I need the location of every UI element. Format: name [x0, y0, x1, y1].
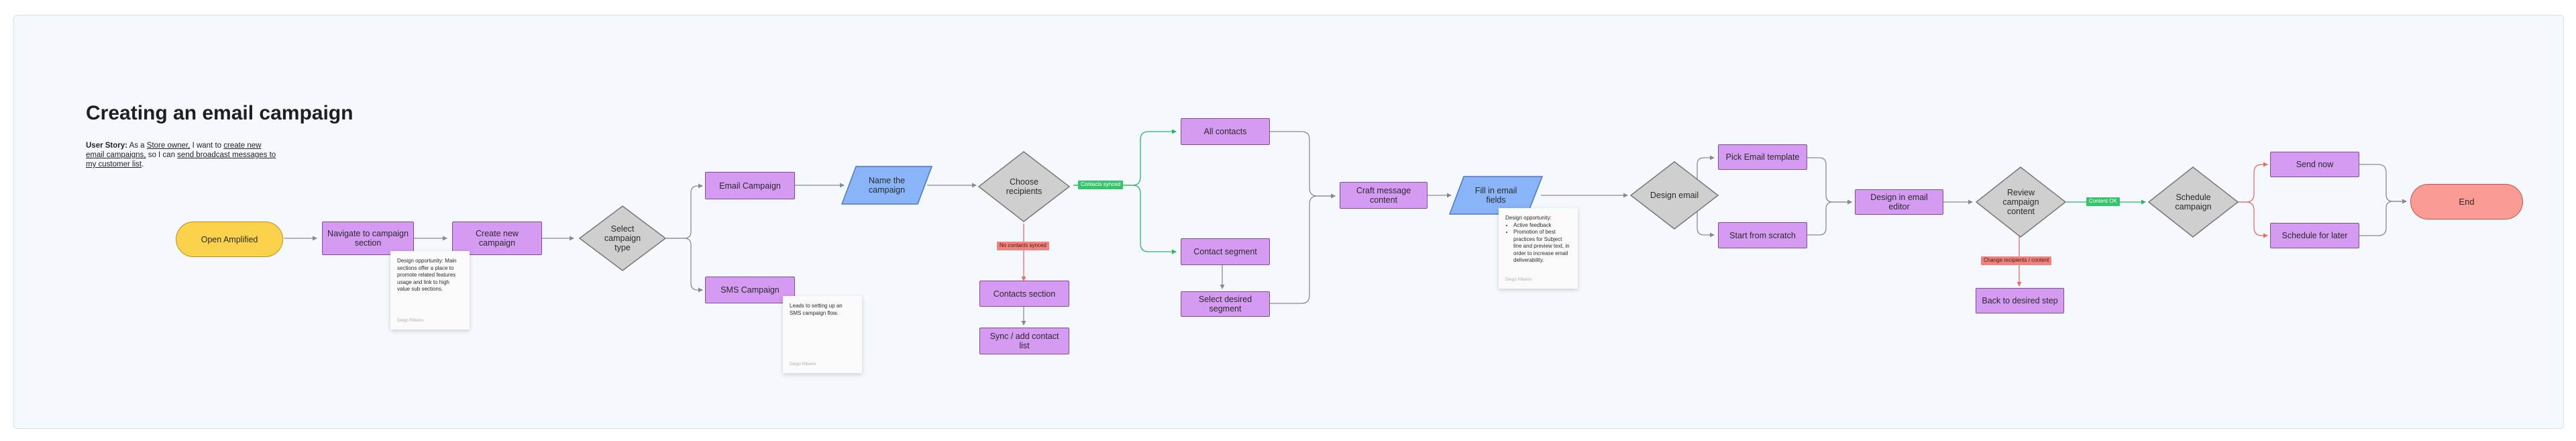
pick-template-node[interactable]: Pick Email template — [1718, 144, 1807, 170]
edge-select-craft — [1270, 193, 1336, 304]
edge-now-end — [2359, 164, 2407, 204]
edge-pick-editor — [1807, 157, 1852, 205]
design-note-sms: Leads to setting up an SMS campaign flow… — [783, 296, 862, 373]
review-content-decision[interactable]: Review campaign content — [1975, 166, 2067, 238]
edge-later-end — [2359, 199, 2407, 236]
design-email-decision[interactable]: Design email — [1629, 161, 1719, 230]
all-contacts-node[interactable]: All contacts — [1181, 118, 1270, 145]
start-scratch-node[interactable]: Start from scratch — [1718, 222, 1807, 248]
edge-scratch-editor — [1807, 199, 1852, 236]
edge-all-craft — [1270, 131, 1336, 199]
content-ok-tag: Content OK — [2086, 197, 2120, 206]
schedule-campaign-decision[interactable]: Schedule campaign — [2147, 166, 2239, 238]
page-title: Creating an email campaign — [86, 102, 354, 124]
contacts-synced-tag: Contacts synced — [1078, 181, 1124, 189]
sms-campaign-node[interactable]: SMS Campaign — [705, 277, 795, 303]
fill-email-fields-input[interactable]: Fill in email fields — [1448, 176, 1544, 215]
sync-contact-list-node[interactable]: Sync / add contact list — [979, 328, 1069, 354]
edge-schedule-now — [2237, 162, 2268, 203]
edge-select-email — [666, 183, 703, 239]
select-segment-node[interactable]: Select desired segment — [1181, 291, 1270, 317]
edge-schedule-later — [2237, 201, 2268, 238]
edge-choose-all — [1073, 129, 1177, 186]
contact-segment-node[interactable]: Contact segment — [1181, 238, 1270, 265]
schedule-later-node[interactable]: Schedule for later — [2270, 223, 2359, 248]
send-now-node[interactable]: Send now — [2270, 152, 2359, 177]
design-note-fields: Design opportunity: Active feedback Prom… — [1499, 208, 1578, 289]
end-node[interactable]: End — [2410, 184, 2523, 219]
edge-choose-segment — [1073, 185, 1177, 254]
change-content-tag: Change recipients / content — [1981, 256, 2052, 265]
back-to-step-node[interactable]: Back to desired step — [1976, 288, 2064, 313]
design-note-sections: Design opportunity: Main sections offer … — [390, 251, 470, 330]
navigate-campaign-node[interactable]: Navigate to campaign section — [322, 222, 414, 255]
board-frame — [13, 15, 2564, 429]
craft-message-node[interactable]: Craft message content — [1340, 182, 1428, 209]
open-amplified-node[interactable]: Open Amplified — [176, 222, 283, 257]
name-campaign-input[interactable]: Name the campaign — [841, 166, 933, 205]
edge-select-sms — [666, 238, 703, 293]
user-story: User Story: As a Store owner, I want to … — [86, 142, 276, 168]
select-type-decision[interactable]: Select campaign type — [578, 205, 667, 271]
email-editor-node[interactable]: Design in email editor — [1855, 189, 1943, 215]
create-campaign-node[interactable]: Create new campaign — [452, 222, 542, 255]
no-contacts-tag: No contacts synced — [997, 242, 1049, 250]
contacts-section-node[interactable]: Contacts section — [979, 281, 1069, 307]
choose-recipients-decision[interactable]: Choose recipients — [977, 151, 1071, 222]
email-campaign-node[interactable]: Email Campaign — [705, 172, 795, 199]
